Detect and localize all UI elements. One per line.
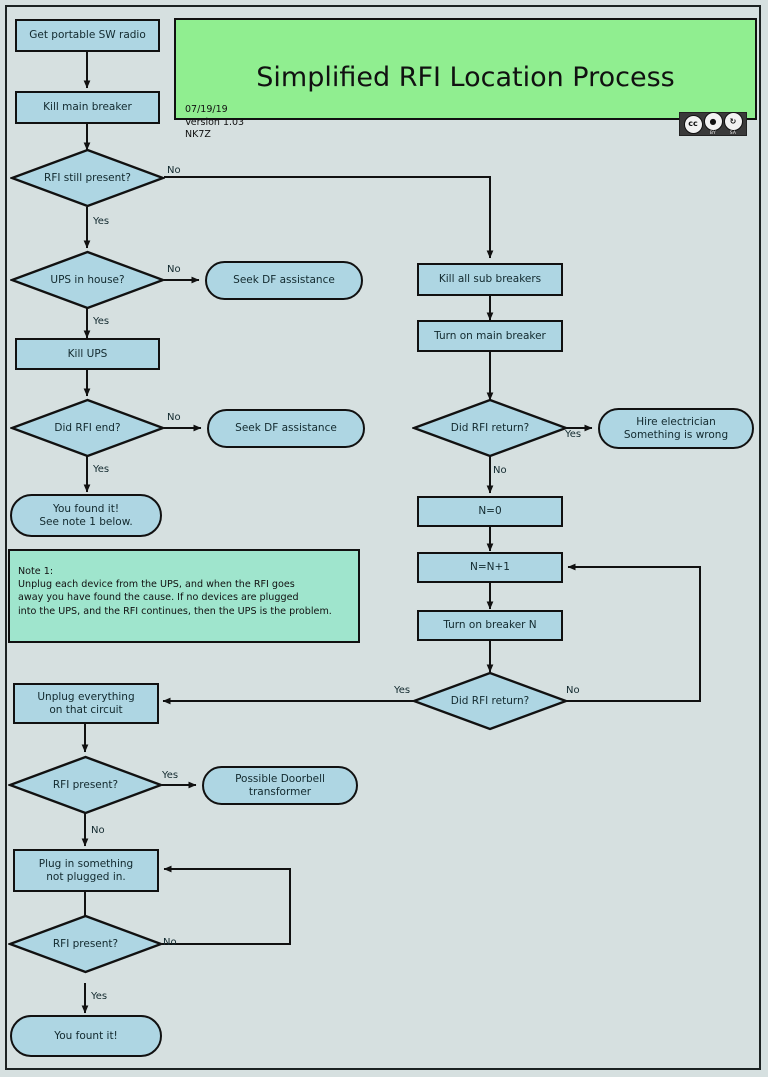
edge-label-rfi-present-1-no: No xyxy=(91,825,105,836)
node-rfi-present-1[interactable]: RFI present? xyxy=(8,755,163,815)
node-plug-in-something[interactable]: Plug in something not plugged in. xyxy=(13,849,159,892)
edge-label-did-rfi-end-yes: Yes xyxy=(93,464,110,475)
share-alike-icon: ↻ xyxy=(723,112,743,131)
node-n-equals-n-plus-1[interactable]: N=N+1 xyxy=(417,552,563,583)
node-rfi-present-2[interactable]: RFI present? xyxy=(8,914,163,974)
node-n-equals-0[interactable]: N=0 xyxy=(417,496,563,527)
edge-label-did-rfi-return-1-yes: Yes xyxy=(565,429,582,440)
banner-date: 07/19/19 xyxy=(185,104,228,115)
cc-sa-icon: ↻ SA xyxy=(723,112,743,136)
person-icon: ● xyxy=(703,112,723,131)
cc-by-icon: ● BY xyxy=(703,112,723,136)
edge-label-rfi-still-present-no: No xyxy=(167,165,181,176)
page-title: Simplified RFI Location Process xyxy=(256,62,675,93)
banner-meta: 07/19/19 Version 1.03 NK7Z xyxy=(185,104,244,142)
node-ups-in-house[interactable]: UPS in house? xyxy=(10,250,165,310)
node-unplug-everything[interactable]: Unplug everything on that circuit xyxy=(13,683,159,724)
node-possible-doorbell-transformer[interactable]: Possible Doorbell transformer xyxy=(202,766,358,805)
cc-sa-label: SA xyxy=(729,131,737,136)
node-turn-on-breaker-n[interactable]: Turn on breaker N xyxy=(417,610,563,641)
title-banner: Simplified RFI Location Process 07/19/19… xyxy=(174,18,757,140)
node-get-portable-sw-radio[interactable]: Get portable SW radio xyxy=(15,19,160,52)
cc-logo-icon: cc xyxy=(683,114,703,134)
node-you-fount-it[interactable]: You fount it! xyxy=(10,1015,162,1057)
node-did-rfi-end[interactable]: Did RFI end? xyxy=(10,398,165,458)
node-hire-electrician[interactable]: Hire electrician Something is wrong xyxy=(598,408,754,449)
node-turn-on-main-breaker[interactable]: Turn on main breaker xyxy=(417,320,563,352)
node-seek-df-assistance-1[interactable]: Seek DF assistance xyxy=(205,261,363,300)
edge-label-did-rfi-end-no: No xyxy=(167,412,181,423)
edge-label-rfi-present-2-yes: Yes xyxy=(91,991,108,1002)
cc-by-sa-icon: cc ● BY ↻ SA xyxy=(679,112,747,136)
edge-label-did-rfi-return-1-no: No xyxy=(493,465,507,476)
banner-version: Version 1.03 xyxy=(185,116,245,128)
node-seek-df-assistance-2[interactable]: Seek DF assistance xyxy=(207,409,365,448)
note-1-box: Note 1: Unplug each device from the UPS,… xyxy=(8,549,360,643)
node-did-rfi-return-1[interactable]: Did RFI return? xyxy=(412,398,568,458)
cc-circle-icon: cc xyxy=(683,114,703,134)
node-rfi-still-present[interactable]: RFI still present? xyxy=(10,148,165,208)
edge-label-ups-in-house-yes: Yes xyxy=(93,316,110,327)
edge-label-rfi-present-1-yes: Yes xyxy=(162,770,179,781)
node-did-rfi-return-2[interactable]: Did RFI return? xyxy=(412,671,568,731)
node-kill-main-breaker[interactable]: Kill main breaker xyxy=(15,91,160,124)
edge-label-ups-in-house-no: No xyxy=(167,264,181,275)
banner-callsign: NK7Z xyxy=(185,129,211,140)
node-you-found-it[interactable]: You found it! See note 1 below. xyxy=(10,494,162,537)
node-kill-ups[interactable]: Kill UPS xyxy=(15,338,160,370)
edge-label-did-rfi-return-2-yes: Yes xyxy=(394,685,411,696)
cc-by-label: BY xyxy=(709,131,717,136)
edge-label-did-rfi-return-2-no: No xyxy=(566,685,580,696)
node-kill-all-sub-breakers[interactable]: Kill all sub breakers xyxy=(417,263,563,296)
edge-label-rfi-present-2-no: No xyxy=(163,937,177,948)
edge-label-rfi-still-present-yes: Yes xyxy=(93,216,110,227)
